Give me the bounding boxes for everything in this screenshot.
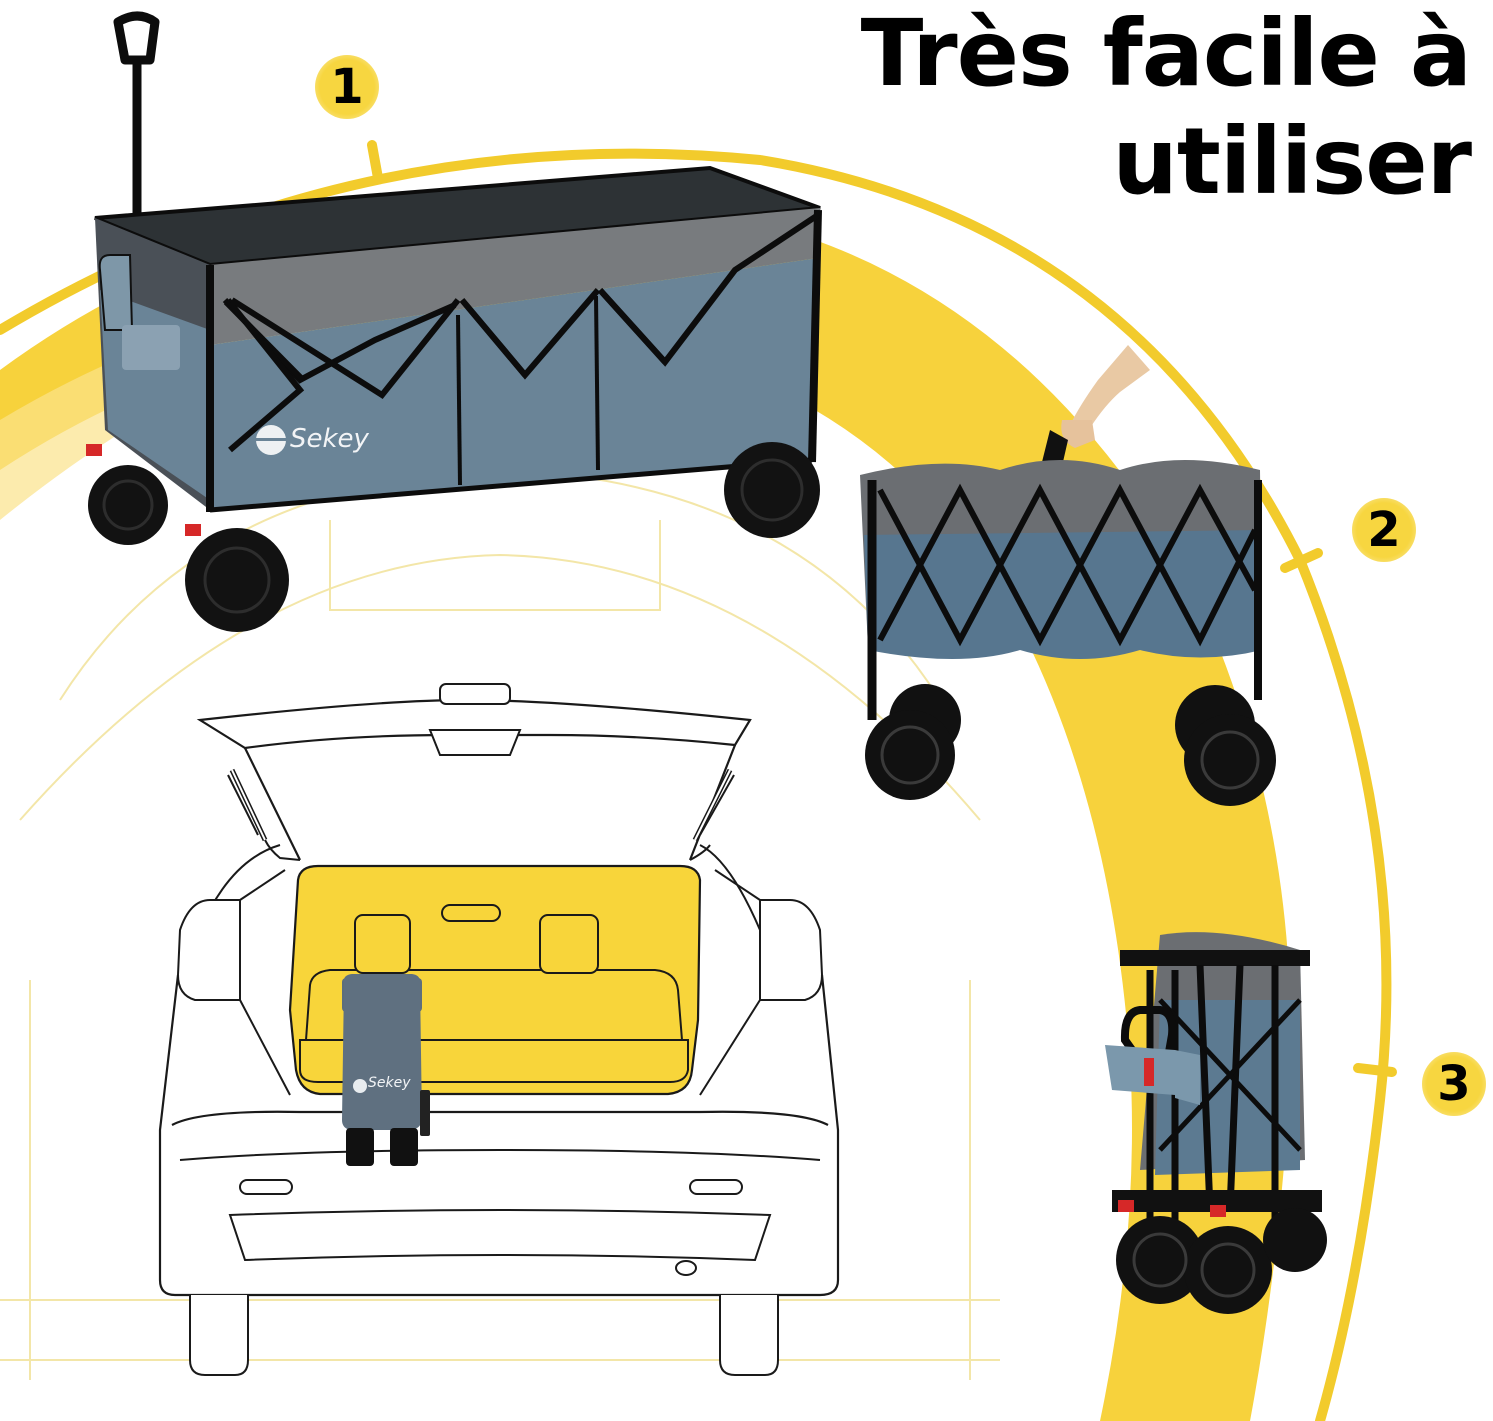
step-2-badge: 2	[1352, 498, 1416, 562]
suv-illustration	[158, 683, 840, 1376]
step-3-badge: 3	[1422, 1052, 1486, 1116]
wagon-half-folded-image	[860, 345, 1276, 806]
progress-arc-line	[0, 148, 1392, 1421]
brand-logo-folded-trunk: Sekey	[368, 1075, 411, 1091]
step-2-tick	[1280, 548, 1323, 573]
step-1-tick	[367, 140, 383, 183]
wagon-fully-folded-image	[1105, 932, 1327, 1314]
headline-line-2: utiliser	[1112, 108, 1472, 215]
page-headline: Très facile à utiliser	[860, 0, 1472, 216]
brand-logo-wagon-1: Sekey	[290, 424, 369, 454]
step-3-tick	[1353, 1063, 1397, 1077]
folded-wagon-in-trunk	[342, 974, 430, 1166]
step-1-badge: 1	[315, 55, 379, 119]
headline-line-1: Très facile à	[860, 0, 1472, 107]
wagon-unfolded-image	[86, 11, 822, 632]
